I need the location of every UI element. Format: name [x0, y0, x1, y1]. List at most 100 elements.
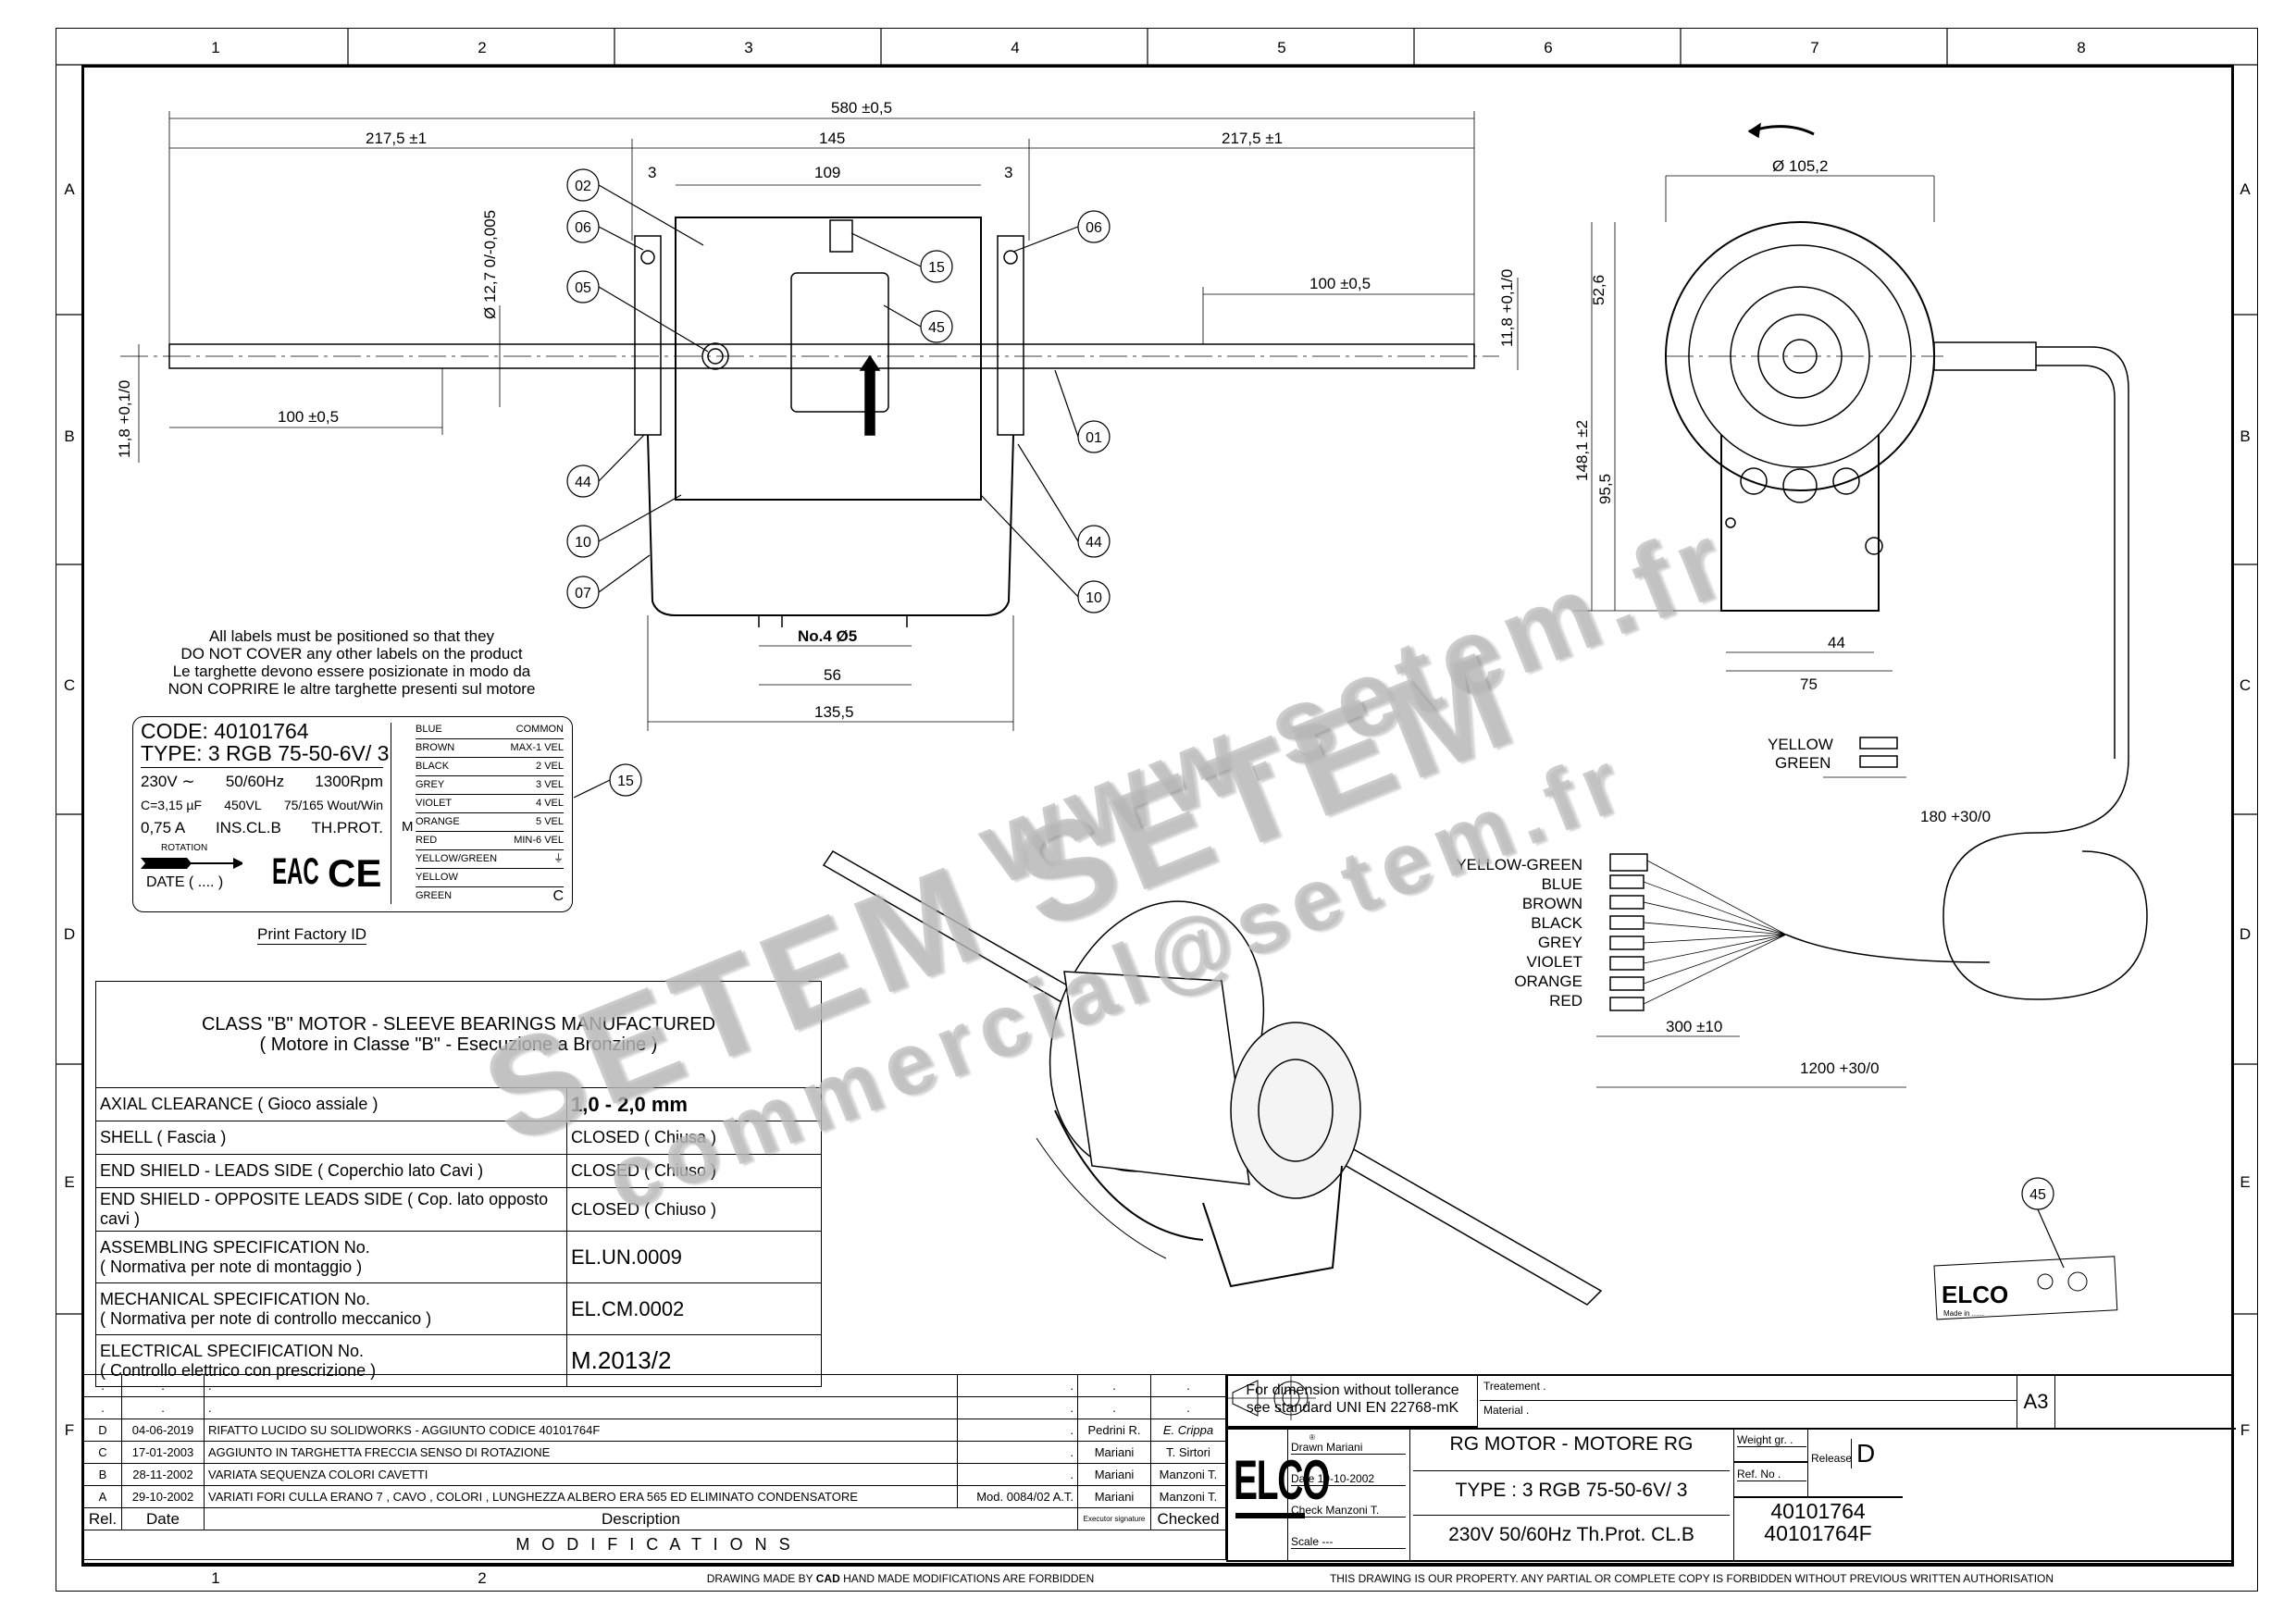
wire-color: BROWN [416, 742, 455, 753]
mod-checked: Manzoni T. [1150, 1485, 1226, 1508]
wire-color: ORANGE [416, 816, 460, 827]
ce-mark: CE [328, 851, 382, 895]
wire-color: GREY [416, 779, 445, 790]
mod-executor: Mariani [1077, 1485, 1151, 1508]
spec-key-line: ELECTRICAL SPECIFICATION No. [100, 1341, 365, 1360]
dim-hole-spacing: 56 [824, 666, 841, 684]
front-dimension-texts: 580 ±0,5 217,5 ±1 145 217,5 ±1 109 3 3 1… [116, 99, 2046, 1203]
wire-color: YELLOW [416, 872, 458, 883]
drawn-by: Drawn Mariani [1291, 1441, 1406, 1455]
label-power: 75/165 Wout/Win [283, 798, 383, 812]
mod-rel: A [83, 1485, 122, 1508]
outer-border [56, 28, 2258, 1592]
isometric-view [822, 850, 1603, 1306]
label-current: 0,75 A [141, 819, 186, 836]
lead-label: BROWN [1522, 895, 1582, 912]
mod-ref: . [956, 1419, 1079, 1442]
modifications-title: M O D I F I C A T I O N S [83, 1530, 1226, 1560]
spec-value: EL.CM.0002 [566, 1282, 822, 1335]
drawing-frame [81, 65, 2234, 1566]
balloon-label: 45 [928, 320, 945, 336]
header-desc: Description [204, 1507, 1078, 1530]
col-ref: 2 [478, 1569, 487, 1587]
label-cap-voltage: 450VL [224, 798, 262, 812]
dim-base: 135,5 [814, 703, 854, 721]
spec-key: SHELL ( Fascia ) [95, 1121, 567, 1155]
col-ref: 2 [478, 39, 487, 56]
elco-logo: ELCO [1234, 1449, 1330, 1511]
mod-date: . [121, 1374, 205, 1397]
header-date: Date [121, 1507, 205, 1530]
mod-desc: . [204, 1374, 958, 1397]
mod-checked: Manzoni T. [1150, 1463, 1226, 1486]
capacitor-symbol: C [552, 888, 564, 904]
cad-note: DRAWING MADE BY CAD HAND MADE MODIFICATI… [660, 1572, 1141, 1585]
balloon-label: 44 [575, 475, 591, 490]
lead-yellow: YELLOW [1768, 736, 1833, 753]
balloon-label: 02 [575, 179, 591, 194]
code-primary: 40101764 [1770, 1499, 1866, 1523]
note-line: see standard UNI EN 22768-mK [1246, 1400, 1459, 1416]
dim-side-upper: 52,6 [1590, 275, 1607, 305]
mod-ref: . [956, 1396, 1079, 1419]
spec-key: ASSEMBLING SPECIFICATION No.( Normativa … [95, 1231, 567, 1283]
dim-overall: 580 ±0,5 [831, 99, 892, 117]
lead-label: BLUE [1542, 875, 1582, 893]
print-factory-id-callout: Print Factory ID [257, 925, 367, 945]
label-ins-class: INS.CL.B [215, 819, 281, 836]
label-type: TYPE: 3 RGB 75-50-6V/ 3 [141, 741, 390, 765]
dim-inner: 109 [814, 164, 840, 181]
label-capacitor: C=3,15 µF [141, 798, 203, 812]
drawing-scale: Scale --- [1291, 1535, 1406, 1549]
cad-note-text: DRAWING MADE BY [706, 1572, 816, 1585]
label-line2: C=3,15 µF 450VL 75/165 Wout/Win [141, 798, 383, 812]
release-value: D [1851, 1439, 1875, 1468]
spec-header: CLASS "B" MOTOR - SLEEVE BEARINGS MANUFA… [95, 981, 822, 1088]
mod-executor: Mariani [1077, 1463, 1151, 1486]
mod-desc: VARIATI FORI CULLA ERANO 7 , CAVO , COLO… [204, 1485, 958, 1508]
dim-side-44: 44 [1828, 634, 1845, 651]
mod-date: 04-06-2019 [121, 1419, 205, 1442]
row-ref: B [64, 427, 75, 445]
checked-by: Check Manzoni T. [1291, 1504, 1406, 1518]
dim-flat-height-left: 11,8 +0,1/0 [116, 380, 133, 458]
end-shield-right [997, 235, 1024, 436]
mod-date: . [121, 1396, 205, 1419]
row-ref: F [2240, 1421, 2251, 1439]
mod-date: 28-11-2002 [121, 1463, 205, 1486]
dim-gap-left: 3 [648, 164, 656, 181]
registered-icon: ® [1309, 1433, 1315, 1442]
label-voltage: 230V ∼ [141, 773, 195, 790]
nameplate-area [790, 272, 889, 413]
mod-date: 29-10-2002 [121, 1485, 205, 1508]
mod-desc: . [204, 1396, 958, 1419]
lead-label: VIOLET [1527, 953, 1582, 971]
wire-color: BLUE [416, 724, 442, 735]
mod-ref: . [956, 1441, 1079, 1464]
dim-body: 145 [819, 130, 845, 147]
spec-title: CLASS "B" MOTOR - SLEEVE BEARINGS MANUFA… [201, 1014, 716, 1035]
lead-label: GREY [1538, 934, 1582, 951]
motor-symbol: M [402, 819, 414, 835]
note-line: Le targhette devono essere posizionate i… [172, 663, 531, 680]
mod-checked: T. Sirtori [1150, 1441, 1226, 1464]
rotation-arrow-icon [141, 858, 242, 869]
paper-format: A3 [2017, 1376, 2055, 1428]
mod-date: 17-01-2003 [121, 1441, 205, 1464]
row-ref: A [64, 180, 75, 198]
rating-label-plate: CODE: 40101764 TYPE: 3 RGB 75-50-6V/ 3 2… [132, 716, 573, 912]
